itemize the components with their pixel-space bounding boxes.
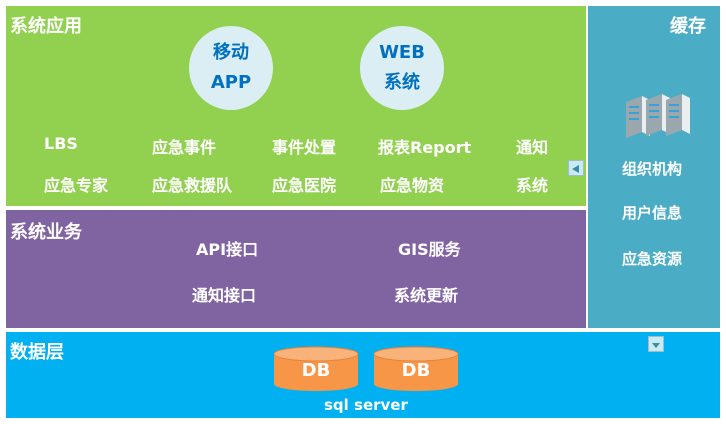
app-item-lbs: LBS bbox=[44, 134, 78, 153]
data-layer-title: 数据层 bbox=[10, 342, 64, 363]
data-layer-panel: 数据层 DB DB sql server bbox=[4, 330, 722, 420]
app-item-report: 报表Report bbox=[378, 138, 472, 157]
sql-server-label: sql server bbox=[324, 396, 408, 414]
business-layer-title: 系统业务 bbox=[10, 222, 82, 243]
app-item-rescue: 应急救援队 bbox=[152, 176, 233, 195]
cache-item-resource: 应急资源 bbox=[622, 250, 683, 268]
web-system-circle: WEB 系统 bbox=[360, 26, 444, 110]
mobile-app-line1: 移动 bbox=[213, 42, 249, 63]
app-item-expert: 应急专家 bbox=[44, 176, 109, 195]
web-system-line2: 系统 bbox=[384, 72, 420, 93]
business-item-api: API接口 bbox=[196, 240, 259, 259]
database-icon bbox=[373, 346, 459, 391]
server-rack-icon bbox=[626, 94, 690, 138]
cache-layer-panel: 缓存 组织机构 用户信息 应急资源 bbox=[586, 4, 722, 330]
app-item-notify-line1: 通知 bbox=[516, 138, 549, 157]
mobile-app-line2: APP bbox=[210, 72, 252, 93]
web-system-line1: WEB bbox=[379, 42, 425, 63]
app-item-handling: 事件处置 bbox=[272, 138, 337, 157]
cache-layer-title: 缓存 bbox=[670, 16, 706, 37]
app-item-event: 应急事件 bbox=[152, 138, 217, 157]
collapse-left-button[interactable] bbox=[568, 160, 584, 176]
cache-item-user: 用户信息 bbox=[622, 204, 683, 222]
triangle-left-icon bbox=[572, 165, 579, 173]
app-layer-panel: 系统应用 移动 APP WEB 系统 LBS 应急事件 事件处置 报表Repor… bbox=[4, 4, 588, 208]
database-2: DB bbox=[372, 346, 460, 392]
app-item-hospital: 应急医院 bbox=[272, 176, 337, 195]
business-item-notify-api: 通知接口 bbox=[192, 286, 257, 305]
business-layer-panel: 系统业务 API接口 GIS服务 通知接口 系统更新 bbox=[4, 208, 588, 330]
app-item-materials: 应急物资 bbox=[380, 176, 445, 195]
collapse-down-button[interactable] bbox=[648, 336, 664, 352]
database-2-label: DB bbox=[401, 360, 431, 381]
triangle-down-icon bbox=[652, 343, 660, 348]
database-1: DB bbox=[272, 346, 360, 392]
database-1-label: DB bbox=[301, 360, 331, 381]
app-item-notify-line2: 系统 bbox=[516, 176, 549, 195]
database-icon bbox=[273, 346, 359, 391]
app-layer-title: 系统应用 bbox=[10, 16, 82, 37]
mobile-app-circle: 移动 APP bbox=[189, 26, 273, 110]
business-item-gis: GIS服务 bbox=[398, 240, 461, 259]
cache-item-org: 组织机构 bbox=[622, 160, 683, 178]
business-item-update: 系统更新 bbox=[394, 286, 459, 305]
